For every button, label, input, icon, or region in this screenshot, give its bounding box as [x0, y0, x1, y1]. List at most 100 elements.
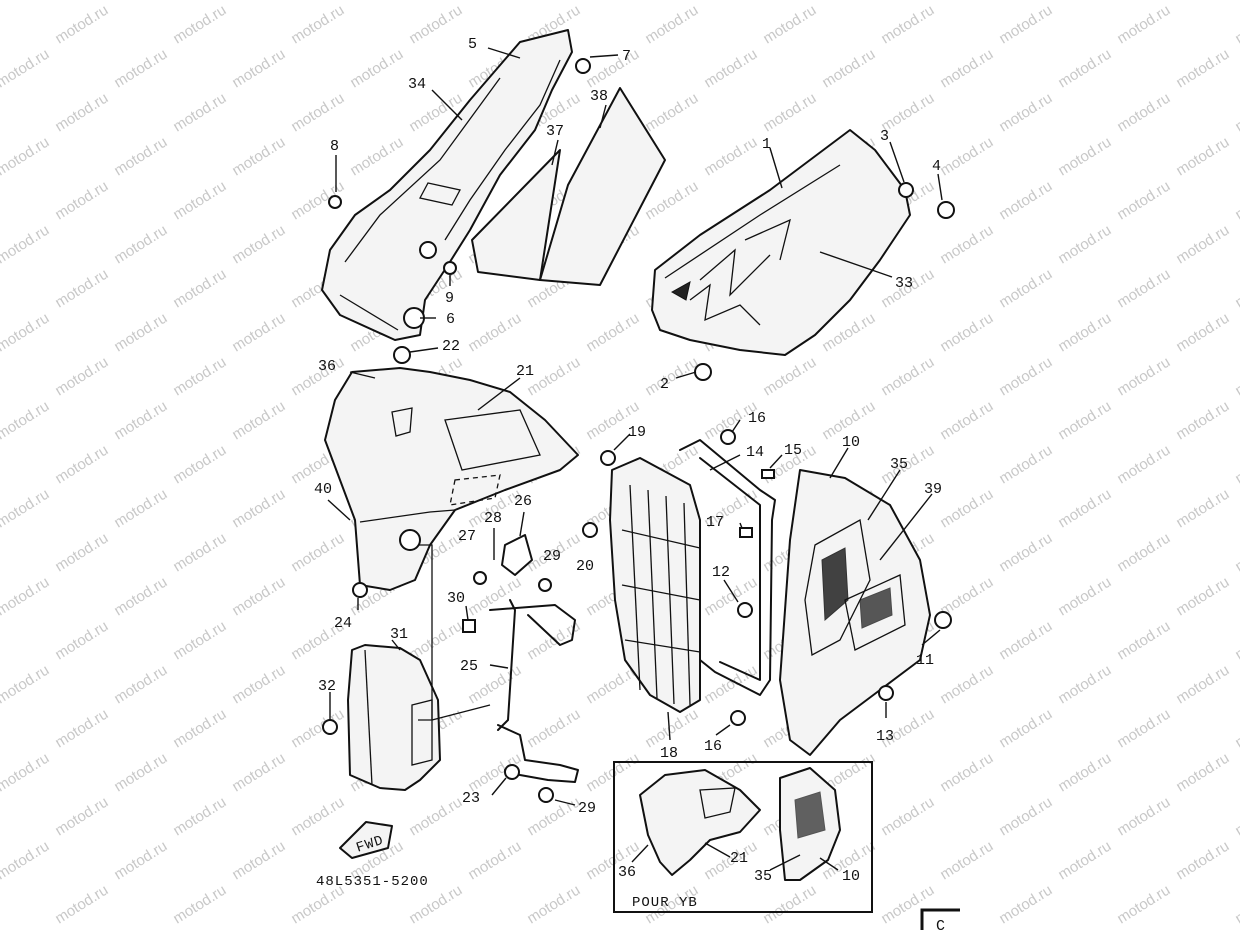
watermark-text: motod.ru [937, 398, 996, 444]
callout-26: 26 [514, 493, 532, 510]
watermark-text: motod.ru [1232, 794, 1240, 840]
watermark-text: motod.ru [0, 838, 52, 884]
watermark-text: motod.ru [111, 486, 170, 532]
watermark-text: motod.ru [583, 750, 642, 796]
watermark-text: motod.ru [1055, 134, 1114, 180]
part-34-side-cover [321, 29, 573, 341]
watermark-text: motod.ru [111, 838, 170, 884]
watermark-text: motod.ru [0, 662, 52, 708]
watermark-text: motod.ru [52, 2, 111, 48]
watermark-text: motod.ru [52, 882, 111, 928]
watermark-text: motod.ru [996, 178, 1055, 224]
watermark-text: motod.ru [52, 530, 111, 576]
part-4-bolt [937, 201, 955, 219]
watermark-text: motod.ru [1055, 750, 1114, 796]
watermark-text: motod.ru [819, 0, 878, 3]
callout-7: 7 [622, 48, 631, 65]
watermark-text: motod.ru [937, 486, 996, 532]
watermark-text: motod.ru [170, 266, 229, 312]
watermark-text: motod.ru [996, 354, 1055, 400]
watermark-text: motod.ru [229, 0, 288, 3]
callout-16: 16 [748, 410, 766, 427]
watermark-text: motod.ru [1232, 354, 1240, 400]
watermark-text: motod.ru [0, 750, 52, 796]
part-16b-bolt [730, 710, 746, 726]
watermark-text: motod.ru [937, 134, 996, 180]
callout-10-inset: 10 [842, 868, 860, 885]
watermark-text: motod.ru [170, 90, 229, 136]
fwd-arrow: FWD [339, 821, 393, 859]
part-8-bolt [328, 195, 342, 209]
callout-29b: 29 [578, 800, 596, 817]
part-11-bolt [934, 611, 952, 629]
watermark-text: motod.ru [52, 90, 111, 136]
watermark-text: motod.ru [1114, 794, 1173, 840]
watermark-text: motod.ru [170, 794, 229, 840]
watermark-text: motod.ru [1055, 662, 1114, 708]
watermark-text: motod.ru [1173, 310, 1232, 356]
watermark-text: motod.ru [229, 398, 288, 444]
watermark-text: motod.ru [347, 0, 406, 3]
callout-29a: 29 [543, 548, 561, 565]
part-14-frame-tube [679, 439, 776, 696]
watermark-text: motod.ru [1114, 2, 1173, 48]
part-29b-bolt [538, 787, 554, 803]
callout-23: 23 [462, 790, 480, 807]
watermark-text: motod.ru [465, 0, 524, 3]
part-13-bolt [878, 685, 894, 701]
part-31-lower-panel [347, 644, 441, 791]
part-27-bolt [473, 571, 487, 585]
watermark-text: motod.ru [229, 750, 288, 796]
callout-22: 22 [442, 338, 460, 355]
watermark-text: motod.ru [170, 530, 229, 576]
watermark-text: motod.ru [229, 222, 288, 268]
part-10-shroud [779, 469, 931, 756]
watermark-text: motod.ru [937, 310, 996, 356]
watermark-text: motod.ru [52, 442, 111, 488]
watermark-text: motod.ru [701, 46, 760, 92]
watermark-text: motod.ru [0, 398, 52, 444]
part-26-bracket [501, 534, 533, 576]
watermark-text: motod.ru [878, 2, 937, 48]
watermark-text: motod.ru [0, 310, 52, 356]
callout-9: 9 [445, 290, 454, 307]
watermark-text: motod.ru [937, 222, 996, 268]
watermark-text: motod.ru [0, 574, 52, 620]
part-3-washer [898, 182, 914, 198]
watermark-text: motod.ru [288, 530, 347, 576]
callout-8: 8 [330, 138, 339, 155]
callout-16b: 16 [704, 738, 722, 755]
watermark-text: motod.ru [288, 90, 347, 136]
watermark-text: motod.ru [1232, 90, 1240, 136]
watermark-text: motod.ru [996, 794, 1055, 840]
watermark-text: motod.ru [347, 134, 406, 180]
watermark-text: motod.ru [642, 90, 701, 136]
part-2-nut [694, 363, 712, 381]
inset-pour-yb: POUR YB [613, 761, 873, 913]
watermark-text: motod.ru [937, 662, 996, 708]
watermark-text: motod.ru [229, 486, 288, 532]
watermark-text: motod.ru [406, 794, 465, 840]
part-24-bolt [352, 582, 368, 598]
watermark-text: motod.ru [1232, 618, 1240, 664]
callout-21: 21 [516, 363, 534, 380]
part-29-bolt [538, 578, 552, 592]
watermark-text: motod.ru [229, 662, 288, 708]
watermark-text: motod.ru [170, 618, 229, 664]
watermark-text: motod.ru [1173, 750, 1232, 796]
watermark-text: motod.ru [1232, 530, 1240, 576]
watermark-text: motod.ru [996, 882, 1055, 928]
watermark-text: motod.ru [288, 706, 347, 752]
watermark-text: motod.ru [996, 266, 1055, 312]
watermark-text: motod.ru [465, 838, 524, 884]
part-22-grommet [393, 346, 411, 364]
watermark-text: motod.ru [1055, 310, 1114, 356]
callout-35: 35 [890, 456, 908, 473]
watermark-text: motod.ru [52, 618, 111, 664]
part-39-decal [844, 574, 906, 651]
callout-30: 30 [447, 590, 465, 607]
watermark-text: motod.ru [1173, 46, 1232, 92]
watermark-text: motod.ru [170, 178, 229, 224]
callout-leaders [327, 47, 943, 871]
watermark-text: motod.ru [111, 222, 170, 268]
